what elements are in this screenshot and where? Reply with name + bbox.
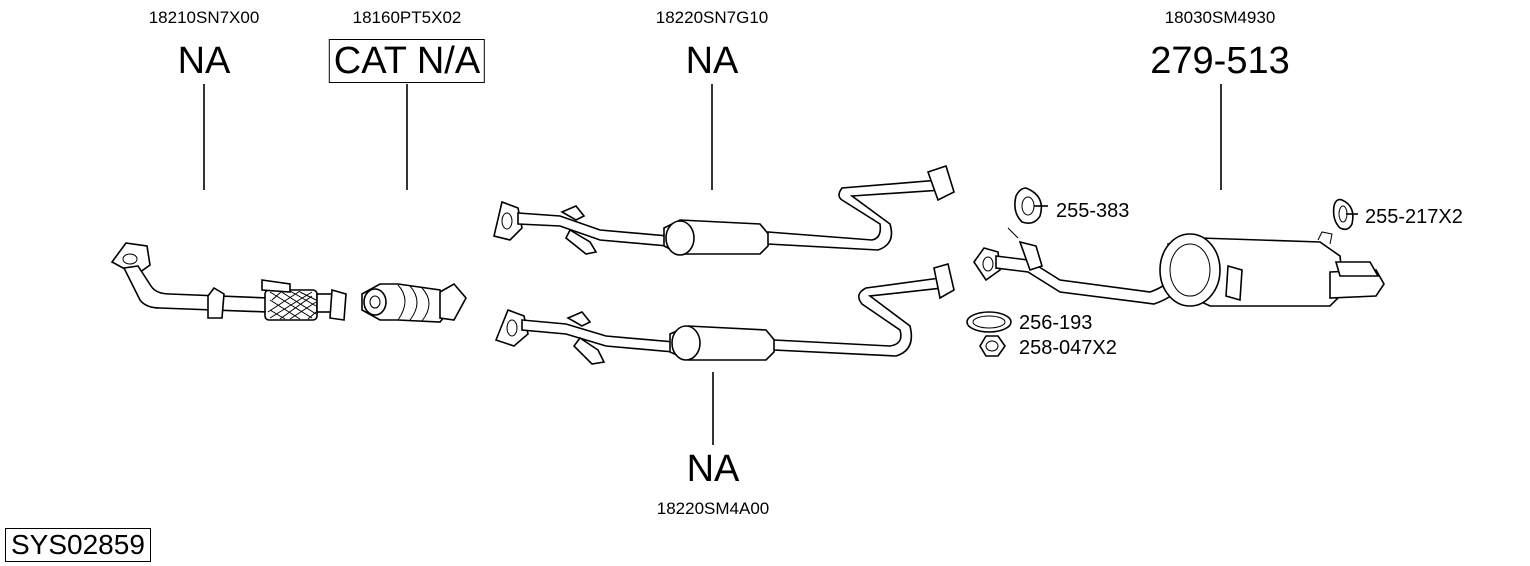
catalyst-drawing[interactable] [361, 282, 467, 323]
rubber-mount-1-ref[interactable]: 255-383 [1056, 200, 1130, 222]
center-pipe-upper-oem-number: 18220SN7G10 [655, 8, 769, 27]
rubber-mount-1-icon[interactable] [1014, 187, 1048, 224]
nut-ref[interactable]: 258-047X2 [1019, 337, 1117, 359]
rubber-mount-2-icon[interactable] [1332, 198, 1358, 231]
center-pipe-lower-oem-number: 18220SM4A00 [656, 499, 770, 518]
rear-silencer-drawing[interactable] [973, 227, 1385, 307]
rubber-mount-2-ref[interactable]: 255-217X2 [1365, 206, 1463, 228]
front-pipe-ref[interactable]: NA [177, 40, 231, 82]
center-pipe-upper-ref[interactable]: NA [685, 40, 739, 82]
gasket-ring-ref[interactable]: 256-193 [1019, 312, 1093, 334]
nut-icon[interactable] [979, 335, 1006, 357]
front-pipe-oem-number: 18210SN7X00 [148, 8, 260, 27]
rear-silencer-ref[interactable]: 279-513 [1150, 40, 1290, 82]
center-pipe-lower-drawing[interactable] [494, 262, 955, 365]
rear-silencer-oem-number: 18030SM4930 [1164, 8, 1276, 27]
catalyst-ref[interactable]: CAT N/A [328, 39, 486, 83]
gasket-ring-icon[interactable] [966, 311, 1012, 333]
front-pipe-drawing[interactable] [110, 242, 347, 321]
center-pipe-upper-drawing[interactable] [493, 164, 955, 256]
center-pipe-lower-ref[interactable]: NA [686, 448, 740, 490]
system-code: SYS02859 [5, 528, 151, 562]
catalyst-oem-number: 18160PT5X02 [352, 8, 462, 27]
